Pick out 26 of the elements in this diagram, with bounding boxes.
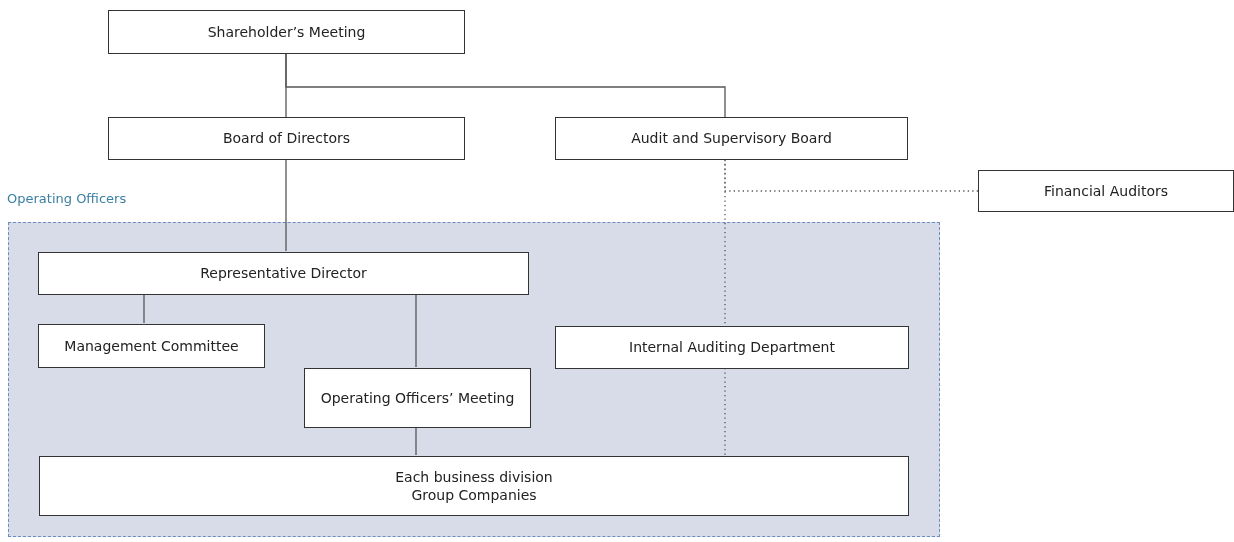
box-label: Internal Auditing Department bbox=[629, 338, 835, 357]
org-box bbox=[108, 117, 465, 160]
org-box bbox=[555, 326, 909, 369]
connector-line bbox=[143, 293, 145, 324]
org-box bbox=[555, 117, 908, 160]
connector-line bbox=[285, 53, 726, 118]
org-box bbox=[39, 456, 909, 516]
box-label: Audit and Supervisory Board bbox=[631, 129, 832, 148]
box-label: Financial Auditors bbox=[1043, 181, 1169, 201]
org-box bbox=[108, 10, 465, 54]
box-label: Operating Officers’ Meeting bbox=[320, 388, 515, 408]
box-label: Group Companies bbox=[411, 486, 537, 505]
box-label: Each business division bbox=[395, 467, 553, 486]
box-label: Shareholder’s Meeting bbox=[207, 22, 366, 42]
connector-line bbox=[415, 293, 417, 368]
org-box bbox=[38, 324, 265, 368]
box-label: Representative Director bbox=[200, 264, 367, 283]
org-box bbox=[38, 252, 529, 295]
box-label: Board of Directors bbox=[222, 129, 351, 148]
box-label: Management Committee bbox=[64, 336, 239, 356]
org-box bbox=[978, 170, 1234, 212]
org-box bbox=[304, 368, 531, 428]
connector-line bbox=[415, 426, 417, 456]
group-heading: Operating Officers bbox=[7, 191, 127, 206]
dotted-connector bbox=[724, 159, 979, 192]
connector-line bbox=[285, 159, 287, 252]
